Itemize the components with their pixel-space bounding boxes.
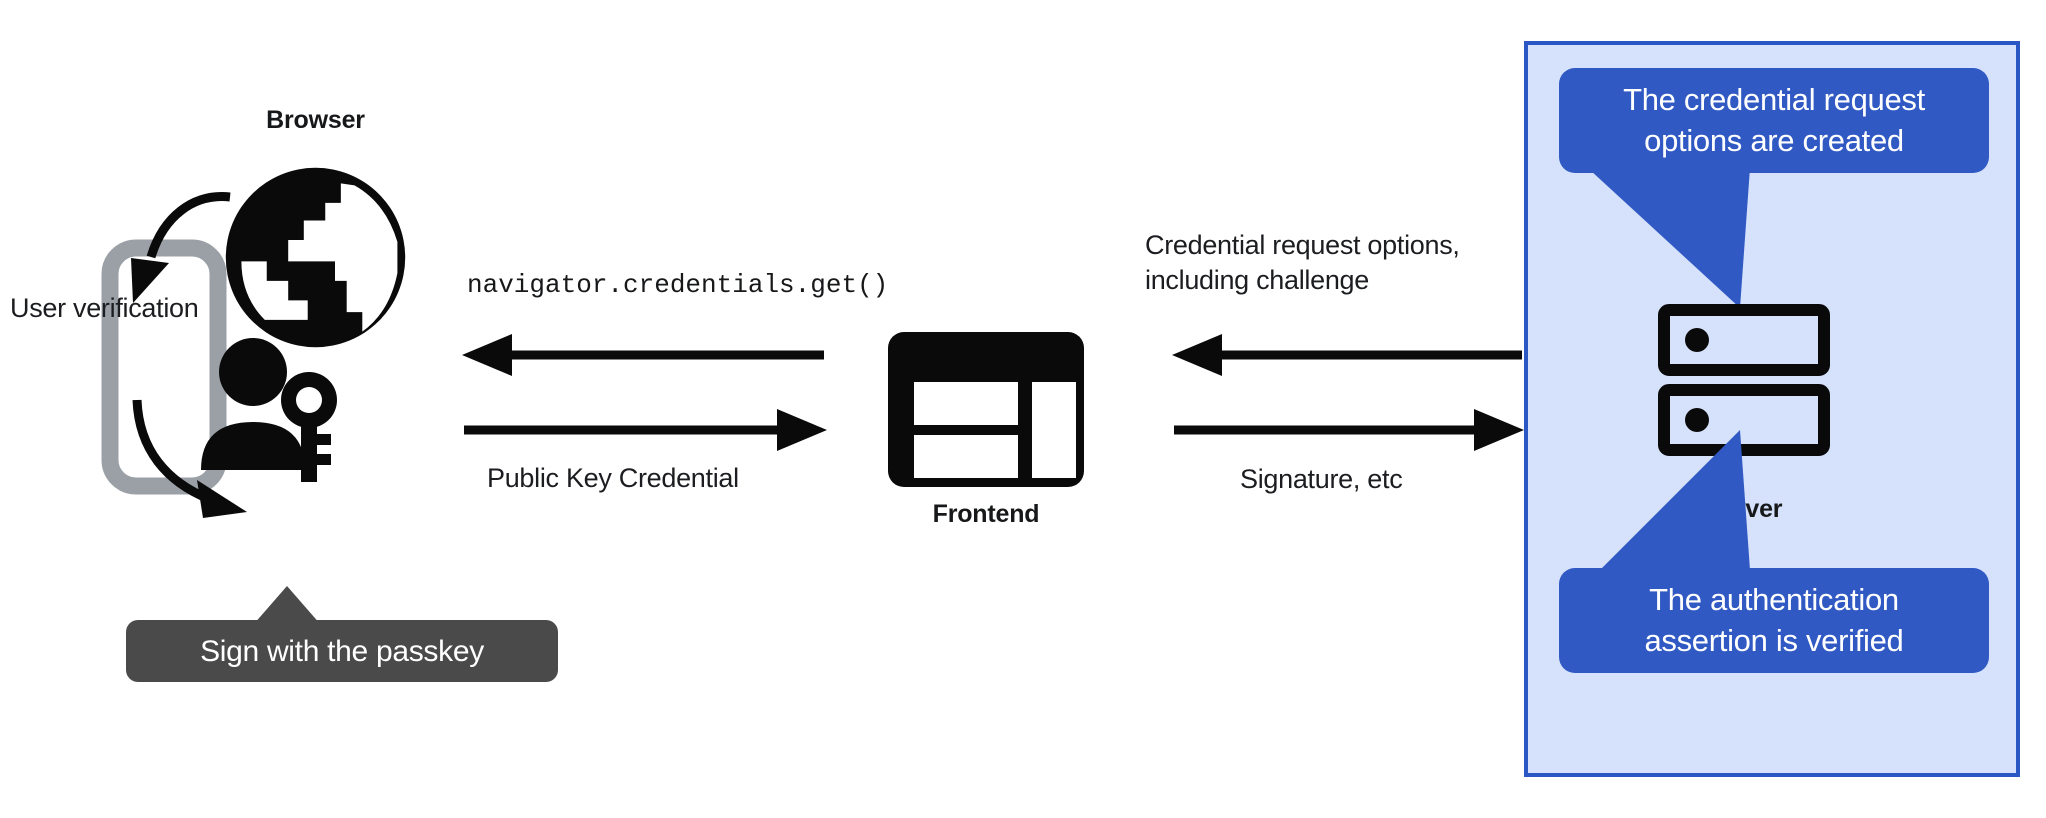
person-with-key-icon bbox=[201, 338, 337, 482]
arrow-browser-to-frontend bbox=[464, 409, 827, 451]
globe-icon bbox=[225, 167, 406, 348]
credential-options-line1: Credential request options, bbox=[1145, 230, 1460, 260]
passkey-tooltip-text: Sign with the passkey bbox=[200, 634, 484, 668]
arrow-frontend-to-browser bbox=[462, 334, 824, 376]
browser-icon-group bbox=[218, 160, 413, 355]
frontend-label: Frontend bbox=[932, 500, 1040, 528]
user-verification-label: User verification bbox=[10, 293, 199, 323]
top-callout-line2: options are created bbox=[1644, 122, 1904, 158]
arrow-browser-to-phone bbox=[131, 192, 231, 303]
navigator-get-label: navigator.credentials.get() bbox=[467, 270, 889, 300]
signature-etc-label: Signature, etc bbox=[1240, 464, 1403, 494]
arrow-phone-to-user bbox=[132, 399, 247, 518]
web-layout-icon bbox=[888, 332, 1084, 487]
public-key-credential-label: Public Key Credential bbox=[487, 463, 739, 493]
top-callout: The credential request options are creat… bbox=[1559, 68, 1989, 173]
credential-options-line2: including challenge bbox=[1145, 264, 1369, 295]
passkey-tooltip: Sign with the passkey bbox=[126, 620, 558, 682]
passkey-tooltip-tail bbox=[253, 586, 321, 625]
server-racks-icon bbox=[1658, 304, 1830, 456]
bottom-callout-line2: assertion is verified bbox=[1644, 622, 1904, 658]
server-label: Server bbox=[1705, 495, 1783, 523]
browser-label: Browser bbox=[266, 106, 365, 134]
arrow-frontend-to-server bbox=[1174, 409, 1524, 451]
arrow-server-to-frontend bbox=[1172, 334, 1522, 376]
credential-request-options-label: Credential request options, including ch… bbox=[1145, 228, 1475, 297]
top-callout-line1: The credential request bbox=[1623, 82, 1925, 118]
bottom-callout-line1: The authentication bbox=[1649, 582, 1899, 618]
bottom-callout: The authentication assertion is verified bbox=[1559, 568, 1989, 673]
